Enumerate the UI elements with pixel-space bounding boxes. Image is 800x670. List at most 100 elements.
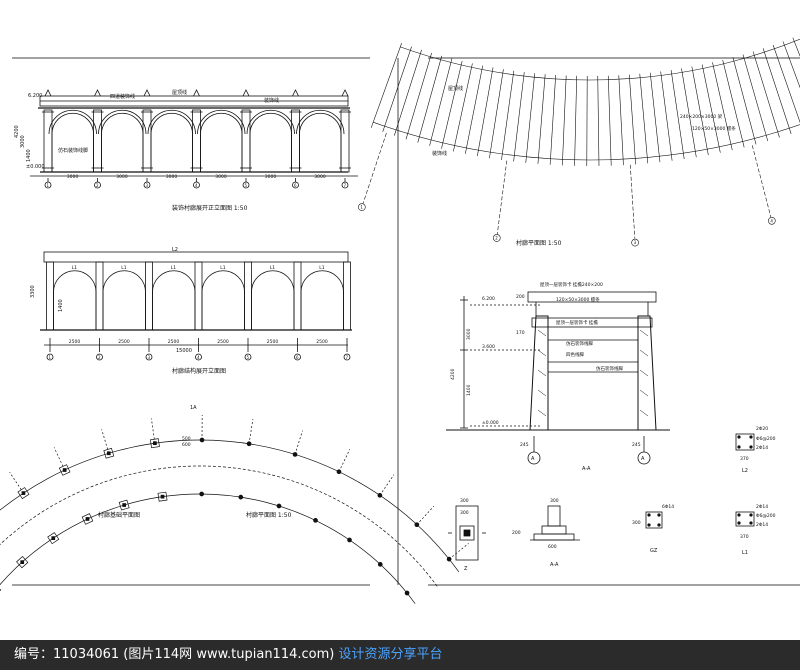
elev-mid-axis-label: 5 (247, 355, 250, 360)
elev-top-axis-bubble (292, 181, 299, 189)
plan-tr-purlin (453, 63, 473, 152)
elev-mid-span-dim: 2500 (118, 339, 130, 345)
plan-tr-purlin (742, 54, 769, 142)
detail-l2-dim-2: Φ6@200 (756, 436, 776, 442)
detail-l1-dim-2: Φ6@200 (756, 513, 776, 519)
section-dim-4: 200 (516, 294, 525, 300)
detail-aa-dim-2: 600 (548, 544, 557, 550)
detail-l2-dim-4: 370 (740, 456, 749, 462)
plan-tr-note-2: 240×200×3000 梁 (680, 113, 723, 120)
plan-bottom-title-right: 村廊平面图 1:50 (246, 511, 292, 519)
detail-gz (645, 511, 663, 529)
elev-mid-column (343, 261, 351, 331)
detail-gz-dim-2: 6Φ14 (662, 504, 674, 510)
elev-mid-arch (300, 270, 344, 293)
section-note-6: 仿石装饰线脚 (596, 365, 623, 372)
elev-top-column (43, 109, 53, 173)
elev-mid-axis-bubble (343, 353, 351, 361)
section-note-3: 屋顶一层装饰卡 挂檐 (556, 319, 598, 326)
section-dim-7: 245 (632, 442, 641, 448)
elev-top-column (192, 109, 201, 173)
elev-mid-dim-1: 3300 (30, 285, 36, 298)
elev-top-axis-label: 1 (47, 183, 50, 188)
elev-top-column (93, 109, 102, 173)
plan-tr-purlin (489, 69, 504, 159)
plan-tr-note-4: 装饰线 (432, 150, 447, 157)
section-dim-5: 170 (516, 330, 525, 336)
plan-bottom-column-dot (238, 494, 244, 500)
elev-mid-column (244, 261, 252, 331)
elev-mid-axis-bubble (46, 353, 54, 361)
plan-bottom-footing (58, 464, 71, 476)
elev-top-axis-bubble (193, 181, 200, 189)
section-a-a (446, 291, 670, 465)
section-dim-6: 245 (520, 442, 529, 448)
elev-top-span-dim: 3000 (215, 174, 227, 180)
elev-top-note-4: 仿石装饰线脚 (58, 147, 88, 154)
elev-mid-axis-bubble (294, 353, 301, 361)
plan-bottom-title-left: 村廊基础平面图 (98, 511, 140, 519)
plan-top-right (358, 37, 800, 247)
elev-top-note-2: 屋顶线 (172, 89, 187, 96)
detail-z-dim-2: 300 (460, 510, 469, 516)
plan-tr-axis-bubble (768, 216, 776, 225)
elev-top-axis-label: 7 (344, 183, 347, 188)
elev-mid-span-dim: 2500 (69, 339, 81, 345)
detail-aa-label: A-A (550, 562, 559, 568)
plan-tr-purlin (762, 48, 792, 134)
elev-mid-total: 15000 (176, 348, 192, 354)
detail-l2-label: L2 (742, 468, 748, 474)
elev-mid-axis-label: 6 (296, 355, 299, 360)
plan-tr-purlin (429, 58, 453, 146)
plan-bottom-footing (118, 499, 130, 511)
elev-mid-column (194, 261, 203, 331)
plan-tr-axis-label: 4 (770, 218, 773, 223)
plan-bottom-arc (0, 465, 439, 588)
plan-tr-note-3: 120×50×3000 檩条 (692, 125, 736, 132)
plan-tr-purlin (465, 65, 483, 154)
elevation-top (30, 89, 358, 189)
detail-aa-dim-1: 300 (550, 498, 559, 504)
elev-mid-arch (251, 270, 295, 293)
plan-bottom-arc (0, 493, 416, 604)
plan-tr-purlin (639, 73, 649, 164)
elev-mid-axis-label: 1 (49, 355, 52, 360)
plan-tr-purlin (649, 72, 661, 163)
plan-tr-purlin (618, 75, 624, 166)
detail-z-dim-1: 300 (460, 498, 469, 504)
elev-mid-arch-beam-label: L1 (171, 265, 177, 271)
plan-tr-purlin (691, 66, 709, 156)
detail-l1-dim-1: 2Φ14 (756, 504, 768, 510)
detail-aa-dim-3: 200 (512, 530, 521, 536)
plan-bottom-column-dot (313, 518, 318, 523)
plan-tr-purlin (513, 72, 525, 162)
elev-mid-arch-beam-label: L1 (319, 265, 325, 271)
elev-top-axis-label: 5 (245, 183, 248, 188)
elev-mid-title: 村廊结构展开立面图 (172, 367, 226, 375)
elev-top-level-top: 6.200 (28, 93, 42, 99)
plan-bottom-column-dot (276, 503, 282, 509)
elev-mid-axis-label: 4 (197, 355, 200, 360)
detail-l2-dim-3: 2Φ14 (756, 445, 768, 451)
elev-top-column (340, 109, 350, 173)
section-note-1: 屋顶一层装饰卡 挂檐240×200 (540, 281, 603, 288)
elev-mid-column (95, 261, 104, 331)
plan-tr-purlin (628, 74, 636, 165)
detail-gz-dim-1: 300 (632, 520, 641, 526)
section-note-4: 仿石装饰线脚 (566, 340, 593, 347)
detail-l2-dim-1: 2Φ20 (756, 426, 768, 432)
section-level-3: ±0.000 (482, 420, 499, 426)
plan-tr-note-1: 屋顶线 (448, 85, 463, 92)
plan-tr-purlin (394, 49, 422, 136)
section-axis-left: A (531, 456, 535, 462)
elev-top-arch (249, 112, 292, 135)
footer-link[interactable]: 设计资源分享平台 (338, 647, 443, 662)
elev-mid-arch (152, 270, 196, 293)
section-level-1: 6.200 (482, 296, 495, 302)
plan-tr-purlin (712, 62, 733, 151)
elev-top-arch (150, 112, 193, 135)
plan-bottom-footing (47, 532, 60, 545)
elev-mid-arch (201, 270, 245, 293)
detail-l1-dim-4: 370 (740, 534, 749, 540)
elev-top-axis-bubble (94, 181, 101, 189)
